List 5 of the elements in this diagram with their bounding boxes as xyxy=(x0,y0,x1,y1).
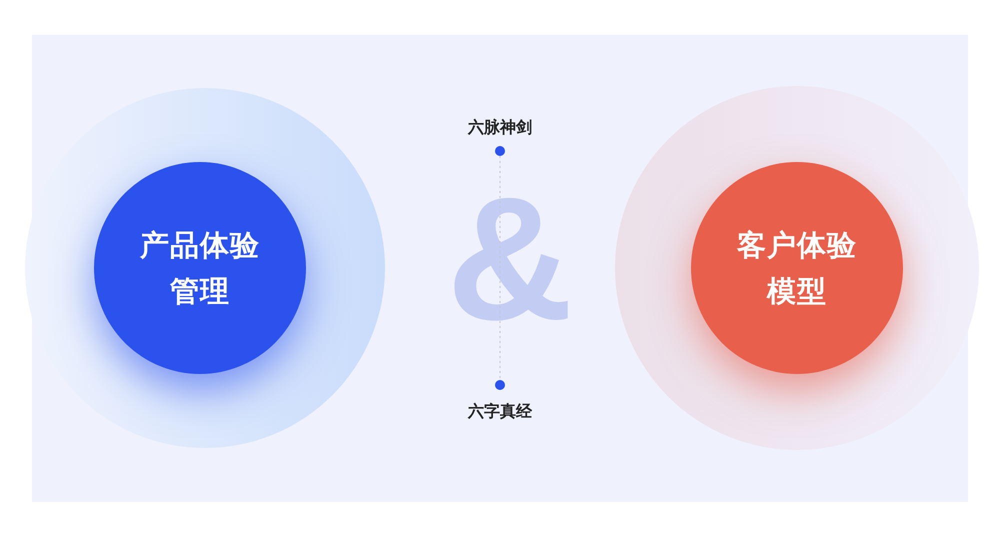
ampersand: & xyxy=(446,170,574,350)
dot-label: 六脉神剑 xyxy=(468,118,532,138)
dot-label: 六字真经 xyxy=(468,402,532,422)
circle-title: 产品体验管理 xyxy=(139,227,261,310)
circle-title: 客户体验模型 xyxy=(736,227,858,310)
